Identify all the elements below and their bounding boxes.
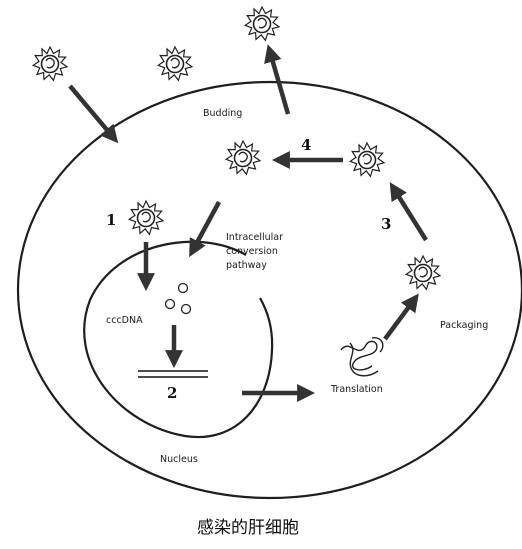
virion-entering	[32, 46, 68, 82]
budding-label: Budding	[203, 108, 242, 119]
virion-uncoating	[128, 200, 164, 236]
virion-outside	[157, 46, 193, 82]
cccdna-circle	[180, 303, 192, 315]
translation-label: Translation	[330, 384, 383, 395]
figure-caption: 感染的肝细胞	[197, 518, 299, 538]
arrow-release	[264, 44, 291, 115]
cell-membrane	[16, 80, 522, 500]
cccdna-label: cccDNA	[106, 315, 143, 326]
virion-packaging	[405, 255, 441, 291]
nucleus-label: Nucleus	[160, 454, 198, 465]
packaging-label: Packaging	[440, 320, 488, 331]
step-1-label: 1	[106, 211, 116, 229]
step-3-label: 3	[381, 215, 391, 233]
virion-released	[244, 6, 280, 42]
protein-chains	[340, 337, 384, 377]
arrow-step3	[389, 182, 428, 242]
arrow-packaging	[383, 293, 419, 341]
intracellular-label-line3: pathway	[226, 260, 267, 271]
cccdna-circle	[164, 298, 176, 310]
arrow-entry	[68, 84, 119, 144]
virion-budding	[225, 140, 261, 176]
arrow-intracellular	[189, 200, 221, 258]
step-2-label: 2	[167, 384, 177, 402]
intracellular-label-line2: conversion	[226, 246, 278, 257]
virion-mature	[349, 142, 385, 178]
nucleus-membrane	[83, 240, 274, 439]
intracellular-label-line1: Intracellular	[226, 232, 283, 243]
cccdna-circle	[177, 282, 189, 294]
step-4-label: 4	[301, 136, 311, 154]
